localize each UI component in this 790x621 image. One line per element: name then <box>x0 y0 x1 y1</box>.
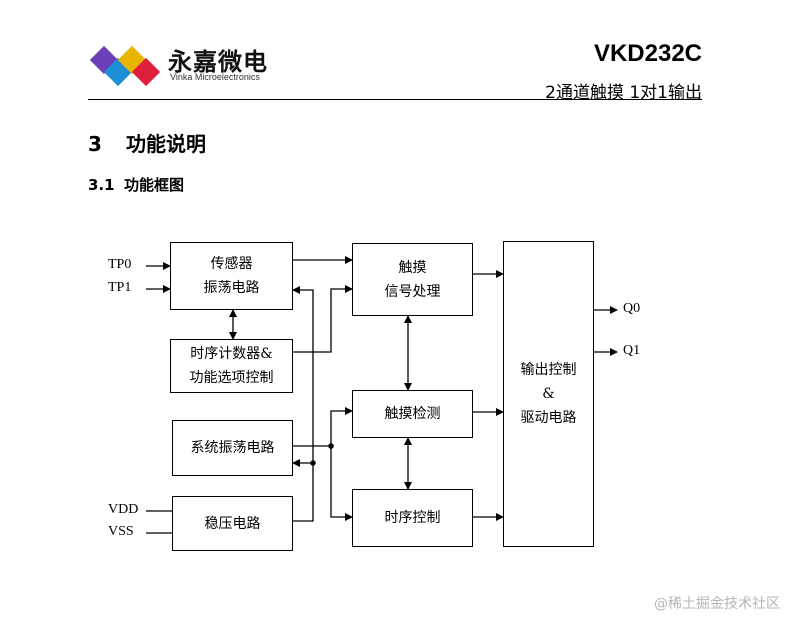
doc-subtitle: 2通道触摸 1对1输出 <box>545 83 702 103</box>
header-rule <box>88 99 702 100</box>
subsection-title: 功能框图 <box>124 176 185 194</box>
regulator-block: 稳压电路 <box>172 496 293 551</box>
touch-detect-block: 触摸检测 <box>352 390 473 438</box>
block-line: 功能选项控制 <box>189 370 274 386</box>
block-line: 传感器 <box>210 256 253 272</box>
block-line: 时序计数器& <box>190 346 273 362</box>
block-line: 稳压电路 <box>204 515 261 532</box>
section-number: 3 <box>88 132 102 156</box>
block-line: & <box>542 386 555 402</box>
vdd-label: VDD <box>108 502 139 517</box>
block-line: 触摸检测 <box>384 406 441 422</box>
brand-name-cn: 永嘉微电 <box>168 48 268 76</box>
timer-counter-block: 时序计数器&功能选项控制 <box>170 339 293 393</box>
timing-control-block: 时序控制 <box>352 489 473 547</box>
block-line: 时序控制 <box>384 510 441 526</box>
block-line: 振荡电路 <box>203 280 260 296</box>
system-oscillator-block: 系统振荡电路 <box>172 420 293 476</box>
block-line: 触摸 <box>398 259 427 276</box>
q0-label: Q0 <box>623 301 641 316</box>
vinka-logo <box>89 45 161 87</box>
subsection-heading: 3.1 功能框图 <box>88 174 184 195</box>
block-line: 驱动电路 <box>520 410 577 426</box>
output-driver-block: 输出控制 & 驱动电路 <box>503 241 594 547</box>
block-line: 信号处理 <box>384 283 441 300</box>
block-line: 输出控制 <box>520 362 577 378</box>
tp1-label: TP1 <box>108 280 132 295</box>
subsection-number: 3.1 <box>88 176 115 194</box>
q1-label: Q1 <box>623 343 641 358</box>
sensor-oscillator-block: 传感器振荡电路 <box>170 242 293 310</box>
vss-label: VSS <box>108 524 134 539</box>
watermark: @稀土掘金技术社区 <box>654 596 780 612</box>
brand-name-en: Vinka Microelectronics <box>170 72 260 82</box>
section-heading: 3 功能说明 <box>88 128 206 157</box>
part-number: VKD232C <box>593 40 702 67</box>
touch-signal-block: 触摸信号处理 <box>352 243 473 316</box>
tp0-label: TP0 <box>108 257 132 272</box>
block-line: 系统振荡电路 <box>190 440 275 456</box>
section-title: 功能说明 <box>126 132 206 156</box>
